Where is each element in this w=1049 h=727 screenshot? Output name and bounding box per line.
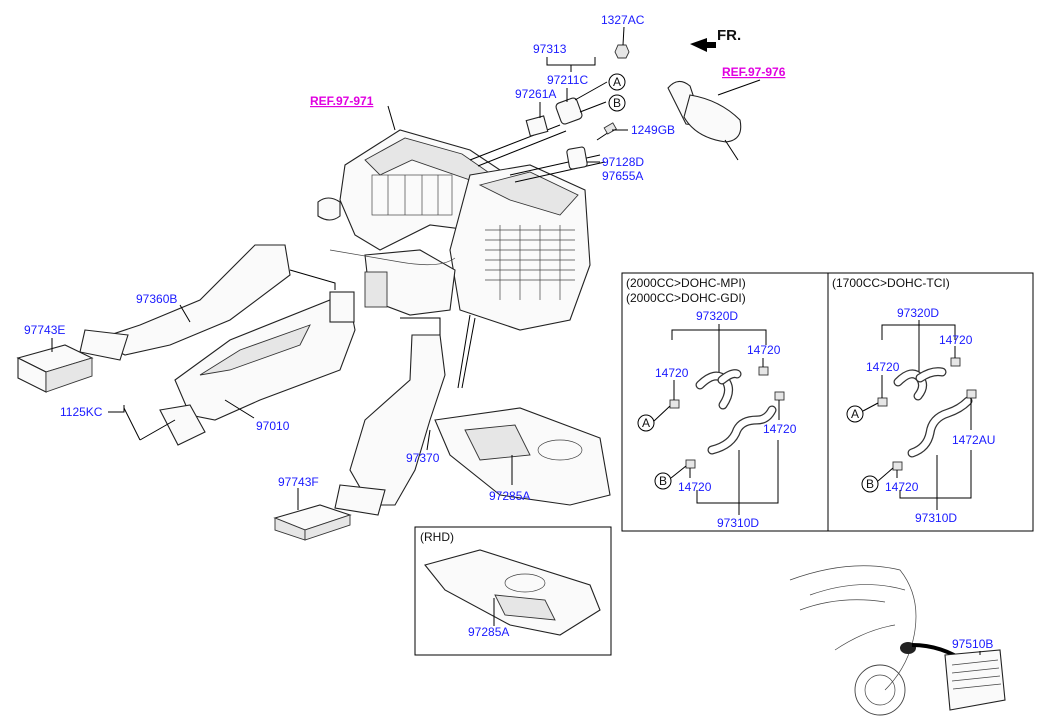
label-97313: 97313 [533, 42, 567, 56]
label-97743e: 97743E [24, 323, 65, 337]
rhd-title: (RHD) [420, 530, 454, 544]
marker-a-circle [608, 73, 626, 91]
clamp-icon [774, 391, 785, 401]
hose-left-marker-a-circle [637, 414, 655, 432]
floor-duct-97010 [159, 291, 356, 446]
clamp-icon [685, 459, 696, 469]
hose-left-clamp-lr: 14720 [763, 422, 797, 436]
rhd-box: (RHD) 97285A [414, 526, 612, 656]
hose-right-marker-a: A [851, 407, 859, 421]
ref-97-976: REF.97-976 [722, 65, 786, 79]
marker-b-circle [608, 94, 626, 112]
hose-left-title-2: (2000CC>DOHC-GDI) [626, 291, 746, 305]
hose-left-clamp-ul: 14720 [655, 366, 689, 380]
vent-97743e [16, 344, 94, 393]
top-marker-b: B [613, 96, 621, 110]
label-97261a: 97261A [515, 87, 556, 101]
vent-97743f [273, 504, 352, 541]
hose-right-clamp-ul: 14720 [866, 360, 900, 374]
leader-lines [51, 26, 981, 655]
label-97655a: 97655A [602, 169, 643, 183]
seal-97128d [566, 146, 588, 170]
top-marker-a: A [613, 75, 621, 89]
hose-right-clamp-ll: 14720 [885, 480, 919, 494]
hose-left-clamp-ll: 14720 [678, 480, 712, 494]
hose-left-marker-b-circle [654, 472, 672, 490]
label-97510b: 97510B [952, 637, 993, 651]
hose-left-marker-b: B [659, 474, 667, 488]
clamp-icon [966, 389, 977, 399]
rhd-part-label: 97285A [468, 625, 509, 639]
label-97010: 97010 [256, 419, 290, 433]
hose-left-marker-a: A [642, 416, 650, 430]
hose-right-marker-a-circle [846, 405, 864, 423]
heater-pipes [469, 44, 630, 183]
front-direction-indicator: FR. [690, 27, 741, 52]
heater-unit [317, 129, 591, 389]
rear-duct-97370 [334, 334, 446, 516]
label-1125kc: 1125KC [60, 405, 103, 419]
clamp-icon [877, 397, 888, 407]
clamp-icon [892, 461, 903, 471]
label-97285a: 97285A [489, 489, 530, 503]
hose-right-clamp-lr: 1472AU [952, 433, 995, 447]
clamp-icon [669, 399, 680, 409]
label-1327ac: 1327AC [601, 13, 645, 27]
hose-left-title-1: (2000CC>DOHC-MPI) [626, 276, 746, 290]
ref-97-971: REF.97-971 [310, 94, 374, 108]
clamp-icon [950, 357, 961, 367]
hose-right-clamp-ur: 14720 [939, 333, 973, 347]
hose-box-left: (2000CC>DOHC-MPI) (2000CC>DOHC-GDI) 9732… [626, 276, 797, 530]
label-97743f: 97743F [278, 475, 319, 489]
clamp-icon [758, 366, 769, 376]
blower-motor-ref [667, 80, 742, 161]
bolt-icon [603, 122, 617, 135]
hose-right-marker-b-circle [861, 475, 879, 493]
hose-left-upper-label: 97320D [696, 309, 738, 323]
hose-right-title: (1700CC>DOHC-TCI) [832, 276, 950, 290]
label-1249gb: 1249GB [631, 123, 675, 137]
hose-detail-frame [621, 272, 1034, 532]
car-rear-view [789, 565, 1006, 716]
label-97211c: 97211C [547, 73, 588, 87]
cover-97285a [434, 407, 611, 506]
label-97370: 97370 [406, 451, 440, 465]
hose-left-lower-label: 97310D [717, 516, 759, 530]
top-markers: A B [608, 73, 626, 112]
hose-left-clamp-ur: 14720 [747, 343, 781, 357]
nut-icon [614, 44, 630, 59]
hose-right-marker-b: B [866, 477, 874, 491]
plate-97261a [525, 115, 549, 137]
label-97360b: 97360B [136, 292, 177, 306]
hose-right-lower-label: 97310D [915, 511, 957, 525]
front-arrow-icon [690, 38, 716, 52]
label-97128d: 97128D [602, 155, 644, 169]
plate-97211c [555, 97, 583, 125]
rear-duct-97360b [79, 244, 291, 361]
hose-box-right: (1700CC>DOHC-TCI) 97320D 14720 14720 147… [832, 276, 995, 525]
front-label: FR. [717, 27, 741, 44]
hose-right-upper-label: 97320D [897, 306, 939, 320]
part-labels: 1327AC 97313 97211C 97261A 1249GB 97128D… [24, 13, 993, 651]
